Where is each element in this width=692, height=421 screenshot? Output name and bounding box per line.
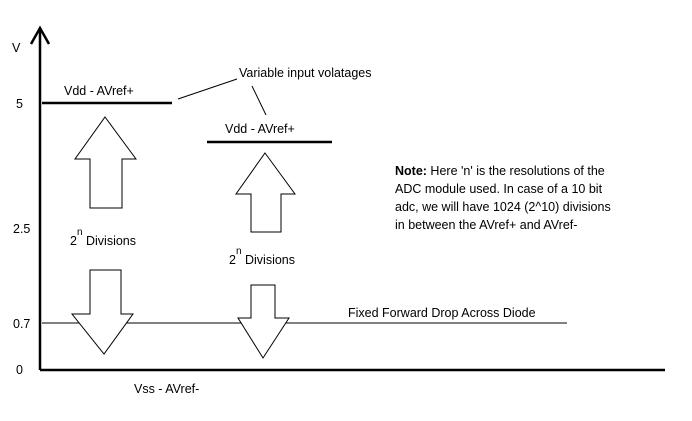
note-line-3: adc, we will have 1024 (2^10) divisions [395,200,611,214]
tick-label-2-5: 2.5 [13,222,30,236]
up-arrow-left [74,116,137,209]
note-line-1: Note: Here 'n' is the resolutions of the [395,164,605,178]
note-bold: Note: [395,164,427,178]
tick-label-0-7: 0.7 [13,317,30,331]
y-axis-arrowhead [29,25,51,45]
y-axis-label: V [12,41,21,55]
vss-label: Vss - AVref- [134,382,199,396]
tick-label-5: 5 [16,97,23,111]
callout-line-right [251,85,267,116]
down-arrow-left [70,269,134,355]
divisions-left-text: Divisions [83,234,137,248]
variable-inputs-label: Variable input volatages [239,66,372,80]
divisions-left-exponent: n [77,227,83,238]
up-arrow-right [235,152,296,233]
divisions-label-right: 2n Divisions [229,246,295,267]
callout-line-left [177,78,238,100]
note-line-2: ADC module used. In case of a 10 bit [395,182,603,196]
diode-drop-label: Fixed Forward Drop Across Diode [348,306,536,320]
down-arrow-right [237,284,290,359]
tick-label-0: 0 [16,363,23,377]
divisions-right-exponent: n [236,246,242,257]
divisions-left-base: 2 [70,234,77,248]
vdd-label-left: Vdd - AVref+ [64,84,134,98]
vdd-label-right: Vdd - AVref+ [225,122,295,136]
note-line-1-text: Here 'n' is the resolutions of the [427,164,605,178]
divisions-right-text: Divisions [242,253,296,267]
note-line-4: in between the AVref+ and AVref- [395,218,577,232]
divisions-right-base: 2 [229,253,236,267]
divisions-label-left: 2n Divisions [70,227,136,248]
